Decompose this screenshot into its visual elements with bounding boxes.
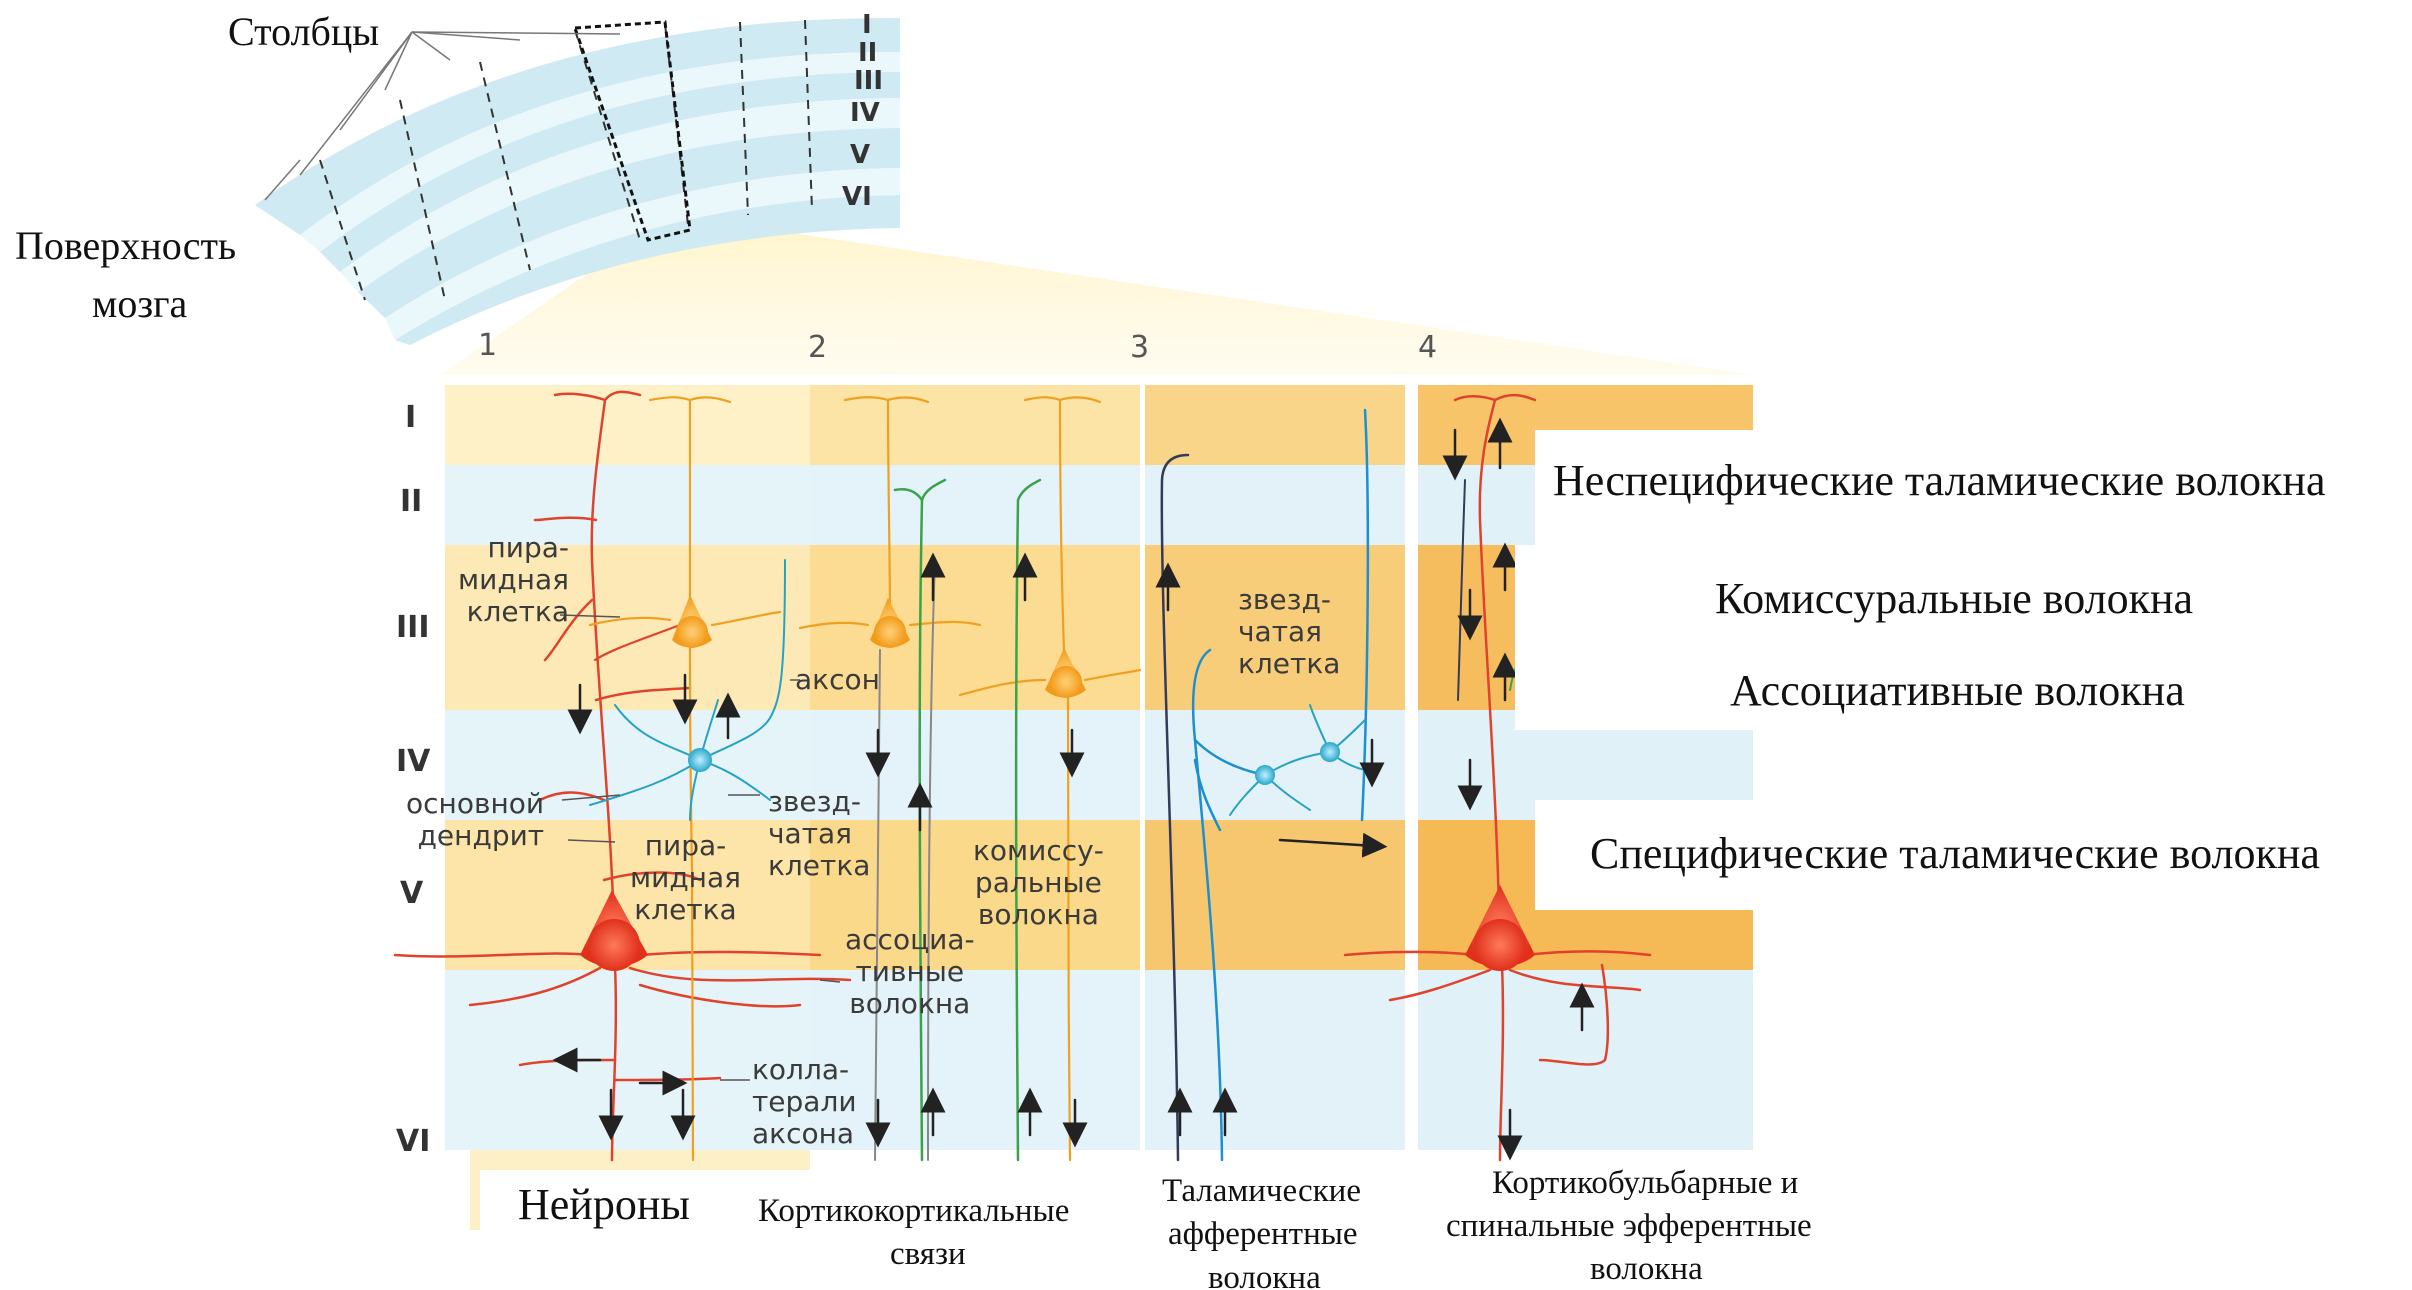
main-dendrite-label: основной дендрит (406, 788, 544, 852)
panel-number-4: 4 (1418, 330, 1437, 365)
efferent-label-line3: волокна (1590, 1251, 1703, 1289)
leader-line (412, 32, 450, 60)
specific-thalamic-label: Специфические таламические волокна (1590, 828, 2320, 879)
arc-layer-VI: VI (842, 182, 872, 212)
nonspecific-thalamic-label: Неспецифические таламические волокна (1553, 455, 2326, 506)
surface-label-line1: Поверхность (15, 222, 236, 269)
panel-number-1: 1 (478, 328, 497, 363)
efferent-label-line2: спинальные эфферентные (1446, 1208, 1812, 1246)
axon-label: аксон (795, 664, 880, 696)
stellate-cell-1 (688, 748, 712, 772)
panel-separator (1405, 385, 1418, 1155)
panel-separator (1140, 385, 1145, 1155)
stellate-cell-2b (1320, 742, 1340, 762)
arc-layer-II: II (858, 38, 877, 68)
layer-III: III (396, 610, 430, 645)
layer-IV: IV (396, 744, 430, 779)
panel-2-bg (810, 385, 1140, 1150)
cortex-arc (255, 18, 1755, 375)
layer-II: II (400, 484, 422, 519)
pyramidal-cell-label-1: пира- мидная клетка (458, 532, 569, 628)
associative-label: ассоциа- тивные волокна (845, 924, 975, 1020)
thalamic-label-line3: волокна (1208, 1260, 1321, 1290)
neurons-label: Нейроны (518, 1180, 690, 1231)
stellate-cell-label-2: звезд- чатая клетка (1238, 584, 1340, 680)
arc-layer-IV: IV (850, 98, 880, 128)
arc-layer-V: V (850, 140, 870, 170)
stellate-cell-2a (1255, 765, 1275, 785)
thalamic-label-line2: афферентные (1168, 1216, 1358, 1254)
thalamic-label-line1: Таламические (1162, 1173, 1361, 1211)
surface-label-line2: мозга (92, 280, 187, 327)
layer-V: V (400, 876, 423, 911)
efferent-label-line1: Кортикобульбарные и (1492, 1165, 1798, 1203)
commissural-label: комиссу- ральные волокна (973, 835, 1104, 931)
layer-VI: VI (396, 1124, 430, 1159)
stellate-cell-label-1: звезд- чатая клетка (768, 786, 870, 882)
panel-number-3: 3 (1130, 330, 1149, 365)
arc-layer-I: I (862, 10, 872, 40)
pyramidal-cell-label-2: пира- мидная клетка (630, 830, 741, 926)
corticocortical-label-line1: Кортикокортикальные (758, 1193, 1069, 1231)
corticocortical-label-line2: связи (890, 1236, 966, 1274)
axon-collaterals-label: колла- терали аксона (752, 1054, 857, 1150)
panel-number-2: 2 (808, 330, 827, 365)
arc-layer-III: III (854, 66, 883, 96)
commissural-fibers-label: Комиссуральные волокна (1715, 573, 2193, 624)
panel-3-bg (1145, 385, 1405, 1150)
associative-fibers-label: Ассоциативные волокна (1730, 665, 2185, 716)
columns-label: Столбцы (228, 8, 379, 55)
layer-I: I (405, 400, 416, 435)
